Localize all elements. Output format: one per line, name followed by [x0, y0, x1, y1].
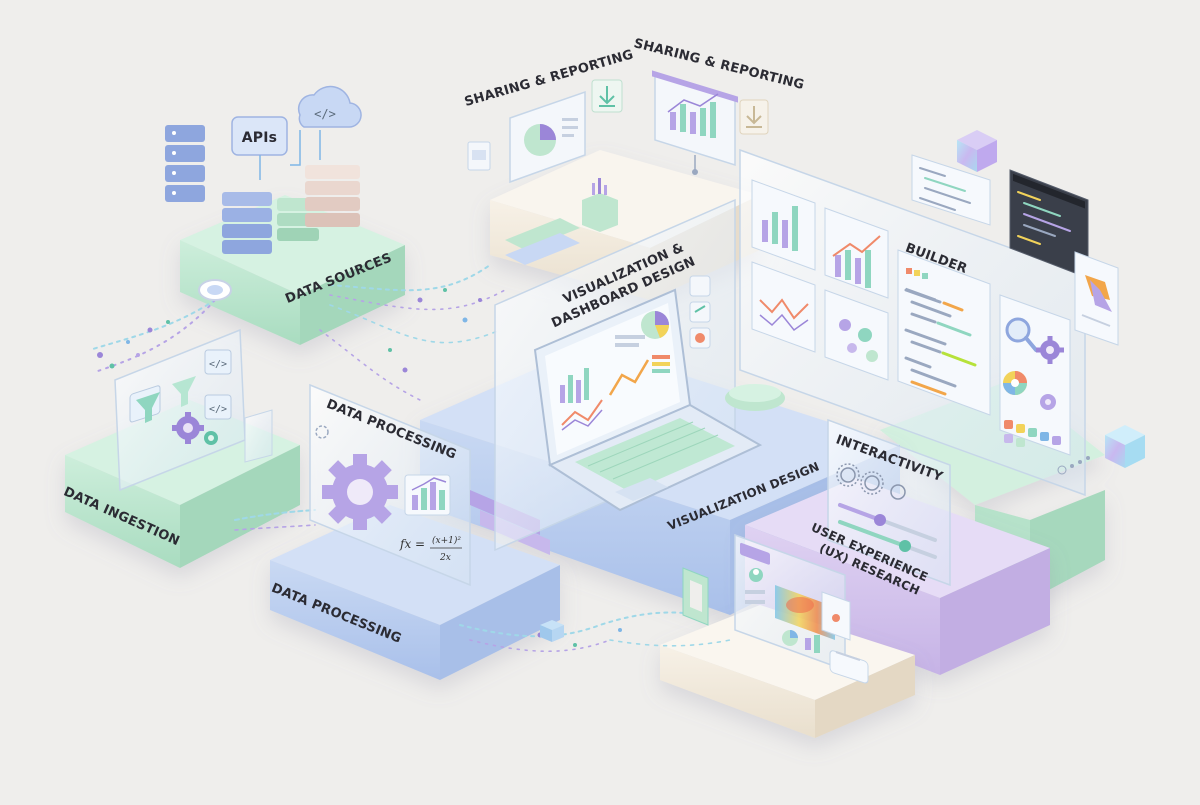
mint-frame-icon [683, 568, 708, 625]
apis-badge: APIs [232, 117, 287, 155]
code-tag-icon: </> [209, 404, 227, 415]
avatar-icon [749, 568, 763, 582]
apis-label: APIs [242, 130, 277, 146]
presenter-icon [468, 142, 490, 170]
code-tag-icon: </> [209, 359, 227, 370]
server-stack-icon [165, 125, 205, 202]
pie-chart-icon [782, 630, 798, 646]
side-tool-icons [690, 276, 710, 348]
cloud-code-icon: </> [299, 87, 361, 127]
formula-lhs: fx = [399, 537, 425, 551]
side-mini-card [1075, 252, 1118, 345]
gear-icon-small [1040, 394, 1056, 410]
formula-numerator: (x+1)² [432, 535, 461, 546]
formula-denominator: 2x [439, 553, 451, 563]
color-wheel-icon [1003, 371, 1027, 395]
download-icon [592, 80, 622, 112]
code-tag-icon: </> [314, 107, 336, 121]
gear-icon [322, 454, 398, 530]
pie-chart-icon [524, 124, 556, 156]
mouse-icon [725, 384, 785, 411]
presentation-board-right [652, 70, 738, 175]
pipe-port-icon [199, 280, 231, 300]
hologram-cube-icon-2 [1105, 425, 1145, 468]
style-tools-card [1000, 295, 1070, 455]
download-icon [740, 100, 768, 134]
bar-chart-icon [405, 475, 450, 515]
hologram-cube-icon [957, 130, 997, 172]
gear-icon-small [204, 431, 218, 445]
database-stack-cream [305, 165, 360, 227]
